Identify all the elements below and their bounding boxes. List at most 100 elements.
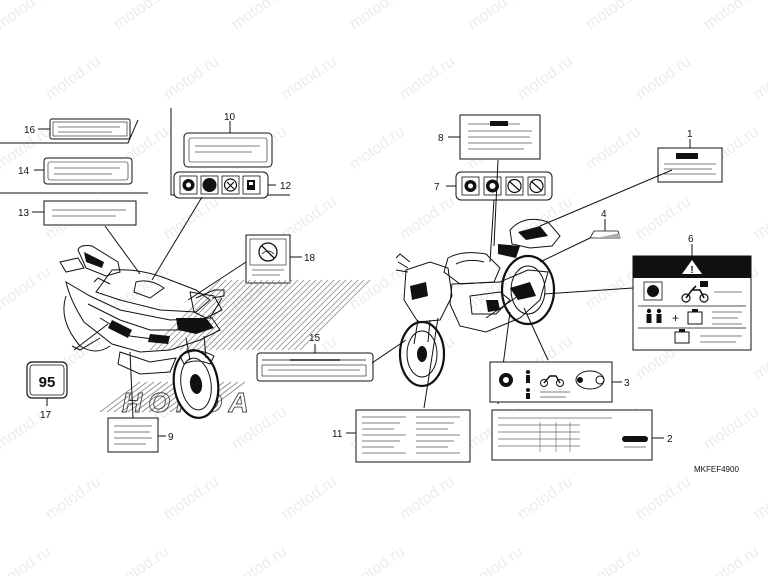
watermark-text: motod.ru: [43, 53, 104, 103]
pictogram-no-passenger-icon: [505, 176, 524, 196]
leader-12: [151, 196, 203, 281]
callout-4: 4: [601, 209, 607, 220]
watermark-text: motod.ru: [0, 0, 54, 33]
hatch-line: [203, 279, 275, 351]
hatch-line: [179, 279, 251, 351]
pictogram-rider-icon: [221, 175, 240, 195]
pictogram-no-offroad-icon: [527, 176, 546, 196]
watermark-text: motod.ru: [751, 333, 768, 383]
pictogram-book-icon: [200, 175, 219, 195]
leader-9: [129, 351, 134, 419]
label-12[interactable]: [173, 171, 269, 199]
svg-text:!: !: [690, 265, 693, 276]
speed-sign-value: 95: [39, 374, 56, 391]
label-9[interactable]: [107, 417, 159, 453]
watermark-text: motod.ru: [583, 123, 644, 173]
warning-luggage-icon: [674, 329, 690, 344]
pictogram-book-icon: [483, 176, 502, 196]
label-3[interactable]: [489, 361, 613, 403]
label-8[interactable]: [459, 114, 541, 160]
hatch-line: [245, 279, 317, 351]
hatch-line: [251, 279, 323, 351]
label-6-warning[interactable]: ! +: [632, 255, 752, 351]
watermark-text: motod.ru: [397, 53, 458, 103]
leader-15: [371, 339, 407, 364]
watermark-text: motod.ru: [161, 473, 222, 523]
watermark-text: motod.ru: [701, 0, 762, 33]
callout-3: 3: [624, 378, 630, 389]
label-15[interactable]: [256, 352, 374, 382]
watermark-text: motod.ru: [347, 543, 408, 576]
watermark-text: motod.ru: [515, 53, 576, 103]
warning-passenger-icon: [646, 308, 662, 323]
hatch-line: [215, 279, 287, 351]
pictogram-helmet-icon: [461, 176, 480, 196]
pictogram-helmet-icon: [179, 175, 198, 195]
watermark-text: motod.ru: [583, 543, 644, 576]
watermark-text: motod.ru: [633, 473, 694, 523]
label-4[interactable]: [589, 230, 621, 239]
label-10[interactable]: [183, 132, 273, 168]
leader-18b: [209, 297, 223, 319]
label-13[interactable]: [43, 200, 137, 226]
hatch-line: [120, 381, 162, 413]
callout-13: 13: [18, 208, 30, 219]
label-11-text-lines: [362, 416, 460, 454]
hatch-line: [134, 381, 176, 413]
callout-1: 1: [687, 129, 693, 140]
watermark-text: motod.ru: [347, 123, 408, 173]
watermark-text: motod.ru: [229, 543, 290, 576]
label-7[interactable]: [455, 171, 553, 201]
watermark-text: motod.ru: [43, 473, 104, 523]
svg-text:+: +: [672, 311, 679, 325]
watermark-text: motod.ru: [347, 0, 408, 33]
watermark-text: motod.ru: [0, 543, 54, 576]
callout-16: 16: [24, 125, 36, 136]
callout-11: 11: [332, 429, 343, 440]
callout-17: 17: [40, 410, 52, 421]
warning-cargo-icon: [687, 309, 703, 325]
leader-11: [423, 317, 439, 409]
leader-1: [539, 169, 673, 227]
watermark-text: motod.ru: [229, 0, 290, 33]
watermark-text: motod.ru: [751, 193, 768, 243]
callout-14: 14: [18, 166, 30, 177]
label-18[interactable]: [245, 234, 291, 284]
callout-9: 9: [168, 432, 174, 443]
label-1[interactable]: [657, 147, 723, 183]
label-17-speed-sign[interactable]: 95: [26, 361, 68, 399]
warning-book-icon: [643, 281, 663, 301]
label-11[interactable]: [355, 409, 471, 463]
hatch-line: [113, 381, 155, 413]
label-2[interactable]: [491, 409, 653, 461]
callout-7: 7: [434, 182, 440, 193]
part-code: MKFEF4900: [694, 465, 739, 474]
watermark-text: motod.ru: [701, 543, 762, 576]
leader-3: [523, 307, 549, 361]
watermark-text: motod.ru: [751, 473, 768, 523]
watermark-text: motod.ru: [701, 403, 762, 453]
hatch-line: [99, 381, 141, 413]
callout-15: 15: [309, 333, 321, 344]
warning-motorcycle-icon: [681, 281, 709, 303]
label-16[interactable]: [49, 118, 131, 140]
hatch-line: [239, 279, 311, 351]
hatch-line: [167, 279, 239, 351]
watermark-text: motod.ru: [161, 193, 222, 243]
watermark-text: motod.ru: [111, 543, 172, 576]
label-14[interactable]: [43, 157, 133, 185]
hatch-line: [209, 279, 281, 351]
hatch-line: [221, 279, 293, 351]
leader-6: [543, 287, 634, 295]
watermark-text: motod.ru: [111, 0, 172, 33]
divider-left-top: [0, 119, 139, 144]
hatch-line: [106, 381, 148, 413]
watermark-text: motod.ru: [465, 0, 526, 33]
watermark-text: motod.ru: [279, 473, 340, 523]
watermark-text: motod.ru: [465, 543, 526, 576]
hatch-line: [281, 279, 353, 351]
chain-icon: [575, 370, 605, 390]
callout-8: 8: [438, 133, 444, 144]
